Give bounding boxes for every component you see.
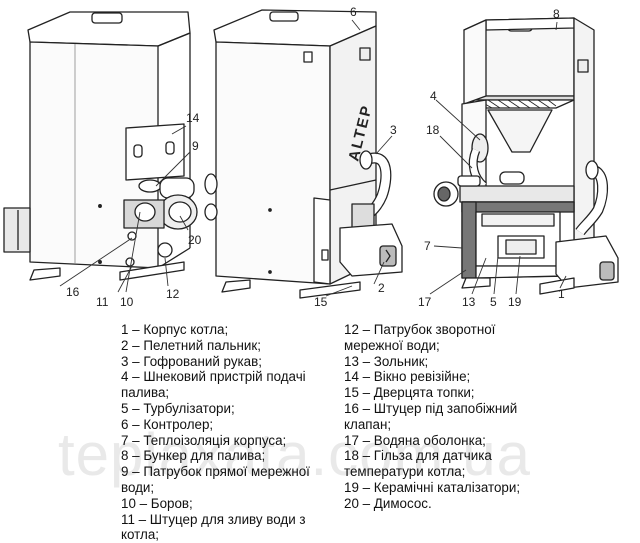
leader-lines [59, 19, 567, 297]
legend-item: 2 – Пелетний пальник; [121, 337, 261, 353]
callout-2: 2 [378, 281, 385, 295]
legend-item: 7 – Теплоізоляція корпуса; [121, 432, 287, 448]
callout-labels: 14 9 20 16 11 10 12 6 3 15 2 8 4 18 7 17… [66, 5, 565, 309]
callout-4: 4 [430, 89, 437, 103]
watermark: teplaxata.com.ua [58, 421, 531, 488]
legend-item: 3 – Гофрований рукав; [121, 353, 262, 369]
boiler-view-cutaway [433, 17, 619, 295]
legend-item: 1 – Корпус котла; [121, 322, 229, 337]
legend-item: 5 – Турбулізатори; [121, 400, 235, 416]
legend-item: 9 – Патрубок прямої мережної води; [121, 464, 310, 495]
legend-item: 16 – Штуцер під запобіжний клапан; [344, 400, 518, 432]
callout-3: 3 [390, 123, 397, 137]
callout-10: 10 [120, 295, 134, 309]
legend-item: 17 – Водяна оболонка; [344, 432, 486, 448]
callout-1: 1 [558, 287, 565, 301]
callout-18: 18 [426, 123, 440, 137]
legend-item: 13 – Зольник; [344, 353, 429, 369]
legend-item: 6 – Контролер; [121, 416, 214, 432]
legend-item: 19 – Керамічні каталізатори; [344, 479, 521, 495]
callout-17: 17 [418, 295, 432, 309]
legend-item: 14 – Вікно ревізійне; [344, 369, 471, 385]
legend-item: 12 – Патрубок зворотної мережної води; [344, 322, 496, 353]
legend-item: 10 – Боров; [121, 495, 193, 511]
callout-8: 8 [553, 7, 560, 21]
callout-16: 16 [66, 285, 80, 299]
legend-left: 1 – Корпус котла; 2 – Пелетний пальник; … [121, 322, 331, 543]
callout-13: 13 [462, 295, 476, 309]
callout-5: 5 [490, 295, 497, 309]
callout-9: 9 [192, 139, 199, 153]
boiler-diagram: ALTEP 14 9 20 16 11 10 12 6 3 15 2 [3, 5, 619, 309]
callout-11: 11 [96, 295, 109, 309]
legend-item: 15 – Дверцята топки; [344, 385, 475, 401]
legend-item: 4 – Шнековий пристрій подачі палива; [121, 369, 306, 401]
legend-item: 18 – Гільза для датчика температури котл… [344, 448, 492, 480]
legend-item: 8 – Бункер для палива; [121, 448, 266, 464]
callout-20: 20 [188, 233, 202, 247]
callout-19: 19 [508, 295, 522, 309]
callout-6: 6 [350, 5, 357, 19]
callout-15: 15 [314, 295, 328, 309]
legend-right: 12 – Патрубок зворотної мережної води; 1… [344, 322, 534, 512]
legend-item: 11 – Штуцер для зливу води з котла; [121, 511, 306, 543]
boiler-view-left [3, 11, 198, 281]
callout-14: 14 [186, 111, 200, 125]
legend-item: 20 – Димосос. [344, 495, 432, 511]
boiler-view-middle [204, 9, 403, 299]
callout-12: 12 [166, 287, 180, 301]
callout-7: 7 [424, 239, 431, 253]
